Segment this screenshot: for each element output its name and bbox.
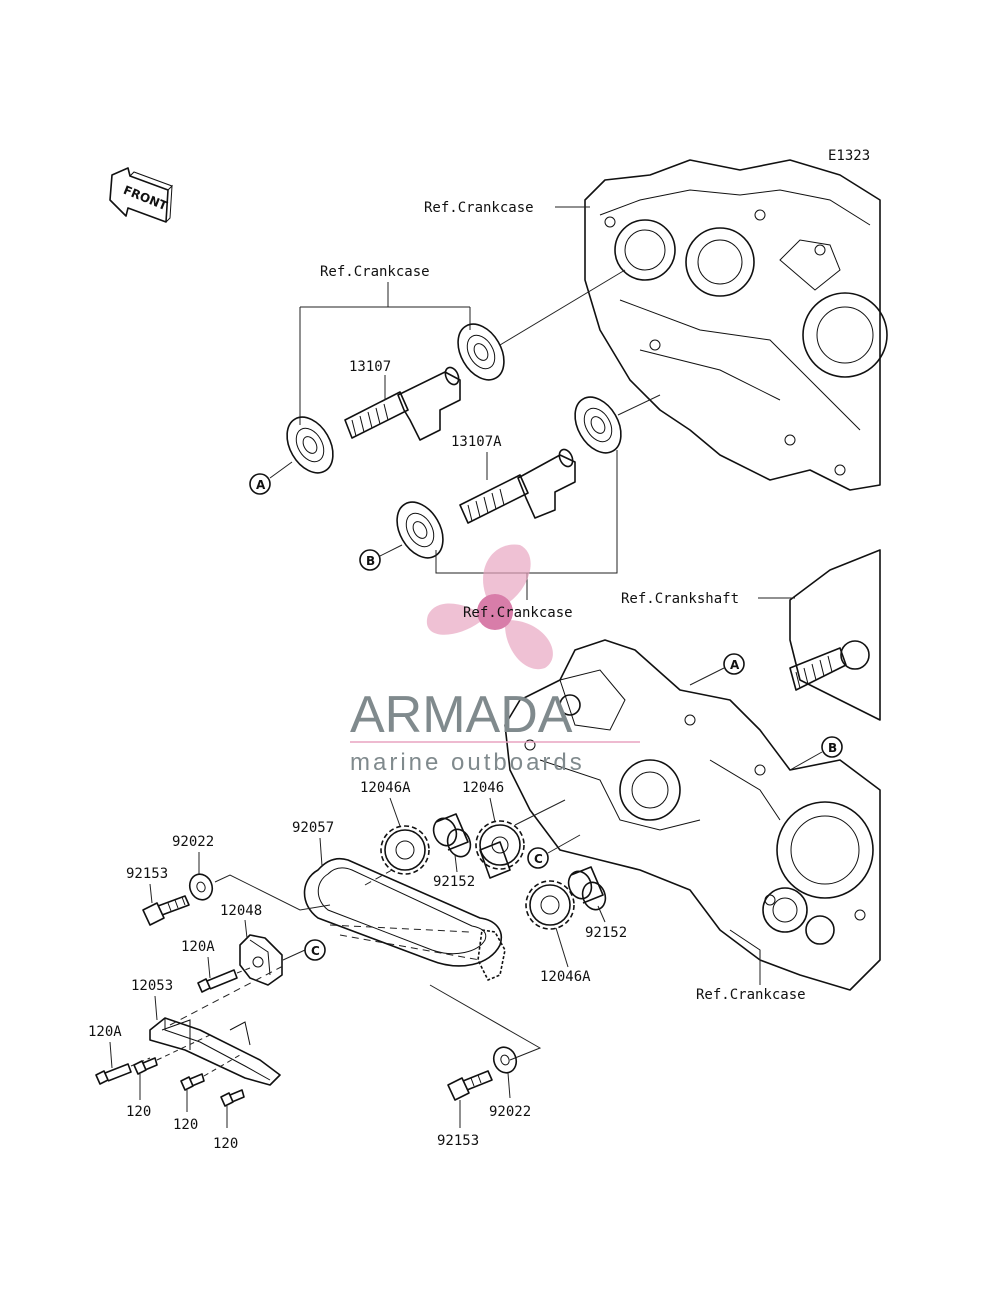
crankcase-upper bbox=[584, 159, 888, 491]
washer-92022-bottom bbox=[492, 1046, 518, 1074]
sprocket-12046a-bottom bbox=[525, 880, 575, 930]
part-92057: 92057 bbox=[292, 820, 334, 836]
part-12048: 12048 bbox=[220, 903, 262, 919]
bolt-92153-top bbox=[142, 895, 190, 926]
guide-12053 bbox=[149, 1017, 281, 1086]
part-92022-top: 92022 bbox=[172, 834, 214, 850]
part-92152-right: 92152 bbox=[585, 925, 627, 941]
part-92153-top: 92153 bbox=[126, 866, 168, 882]
bearing-upper-right bbox=[457, 323, 505, 381]
shaft-13107a bbox=[459, 448, 576, 524]
watermark-tagline: marine outboards bbox=[350, 749, 585, 776]
part-92022-bottom: 92022 bbox=[489, 1104, 531, 1120]
callout-c-left: C bbox=[311, 944, 320, 958]
part-12046a-bottom: 12046A bbox=[540, 969, 591, 985]
watermark-brand: ARMADA bbox=[350, 686, 573, 744]
bolt-120a-top bbox=[197, 969, 238, 993]
part-92153-bottom: 92153 bbox=[437, 1133, 479, 1149]
part-120-1: 120 bbox=[126, 1104, 151, 1120]
callout-c-mid: C bbox=[534, 852, 543, 866]
part-12046a-top: 12046A bbox=[360, 780, 411, 796]
bolt-120-3 bbox=[220, 1089, 245, 1107]
part-12046: 12046 bbox=[462, 780, 504, 796]
collar-92152-left bbox=[432, 813, 472, 858]
callout-a-right: A bbox=[730, 658, 740, 672]
ref-crankcase-mid: Ref.Crankcase bbox=[463, 605, 573, 621]
ref-crankcase-top: Ref.Crankcase bbox=[424, 200, 534, 216]
callout-a-left: A bbox=[256, 478, 266, 492]
ref-crankshaft: Ref.Crankshaft bbox=[621, 591, 739, 607]
shaft-13107 bbox=[344, 366, 461, 441]
bolt-120-1 bbox=[133, 1057, 158, 1075]
watermark-logo-icon bbox=[426, 544, 553, 670]
sprocket-12046 bbox=[475, 820, 525, 879]
bearing-b-left bbox=[396, 501, 444, 559]
ref-crankcase-left: Ref.Crankcase bbox=[320, 264, 430, 280]
bolt-120-2 bbox=[180, 1073, 205, 1091]
part-120-3: 120 bbox=[213, 1136, 238, 1152]
crankcase-lower bbox=[504, 639, 881, 991]
bolt-92153-bottom bbox=[447, 1070, 493, 1101]
part-12053: 12053 bbox=[131, 978, 173, 994]
sprocket-12046a-top bbox=[380, 825, 430, 875]
chain-92057 bbox=[303, 857, 506, 981]
ref-crankcase-bottom: Ref.Crankcase bbox=[696, 987, 806, 1003]
part-13107a: 13107A bbox=[451, 434, 502, 450]
washer-92022-top bbox=[188, 873, 214, 901]
part-120a-top: 120A bbox=[181, 939, 215, 955]
diagram-code: E1323 bbox=[828, 148, 870, 164]
bearing-a-left bbox=[286, 416, 334, 474]
callout-b-left: B bbox=[366, 554, 375, 568]
part-120a-left: 120A bbox=[88, 1024, 122, 1040]
front-arrow-icon: FRONT bbox=[109, 167, 173, 223]
part-92152-left: 92152 bbox=[433, 874, 475, 890]
crankshaft bbox=[789, 549, 881, 721]
bolt-120a-left bbox=[95, 1063, 132, 1085]
part-120-2: 120 bbox=[173, 1117, 198, 1133]
collar-92152-right bbox=[567, 866, 607, 911]
tensioner-12048 bbox=[239, 934, 283, 986]
part-13107: 13107 bbox=[349, 359, 391, 375]
callout-b-right: B bbox=[828, 741, 837, 755]
bearing-right-13107a bbox=[574, 396, 622, 454]
